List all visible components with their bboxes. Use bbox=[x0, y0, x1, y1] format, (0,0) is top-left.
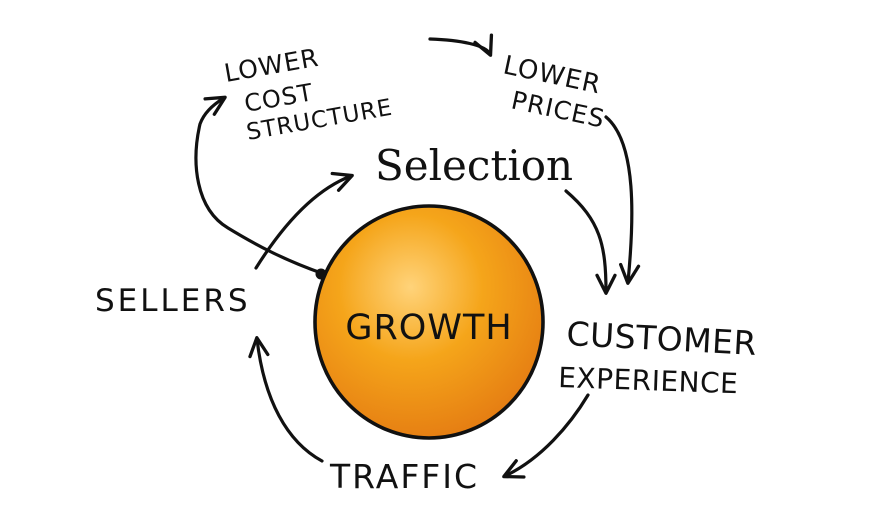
customer-experience-node: CUSTOMER EXPERIENCE bbox=[558, 314, 758, 400]
lower-prices-node: LOWER PRICES bbox=[501, 51, 608, 134]
traffic-label: TRAFFIC bbox=[329, 457, 479, 496]
lower-cost-to-lower-prices-arrow bbox=[428, 33, 494, 57]
growth-node: GROWTH bbox=[313, 204, 545, 440]
lower-cost-structure-node: LOWER COST STRUCTURE bbox=[222, 43, 395, 146]
traffic-to-sellers-arrow bbox=[248, 336, 324, 463]
customer-experience-line-1: CUSTOMER bbox=[566, 314, 758, 363]
growth-circle bbox=[313, 204, 545, 440]
growth-connector-dot bbox=[315, 268, 327, 280]
selection-to-customer-experience-arrow bbox=[564, 189, 617, 295]
customer-experience-to-traffic-arrow bbox=[502, 393, 590, 479]
growth-label: GROWTH bbox=[345, 308, 512, 348]
sellers-label: SELLERS bbox=[95, 283, 251, 319]
sellers-to-selection-arrow bbox=[254, 171, 354, 270]
customer-experience-line-2: EXPERIENCE bbox=[558, 361, 739, 400]
growth-to-lower-cost-arrow bbox=[194, 95, 326, 276]
selection-label: Selection bbox=[375, 141, 573, 190]
lower-prices-to-customer-experience-arrow bbox=[604, 115, 641, 285]
